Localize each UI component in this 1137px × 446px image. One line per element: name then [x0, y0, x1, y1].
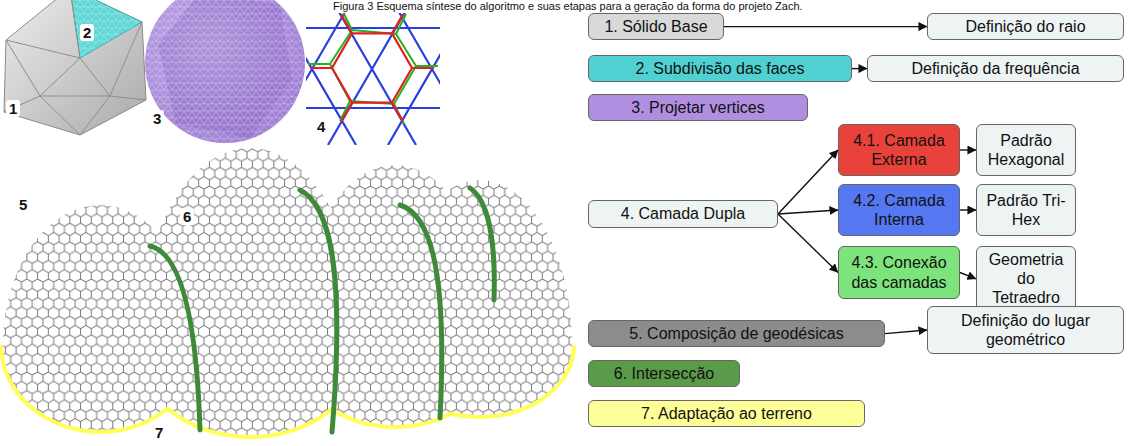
flow-arrow [852, 68, 867, 69]
step-box: 4.2. Camada Interna [838, 184, 960, 236]
flow-arrow [960, 273, 976, 279]
parameter-box: Padrão Hexagonal [976, 124, 1076, 176]
box-text: Padrão Tri-Hex [982, 191, 1070, 229]
step-box: 2. Subdivisão das faces [588, 55, 852, 82]
box-text: 4. Camada Dupla [621, 204, 746, 223]
box-text: Geometria do Tetraedro [982, 250, 1070, 308]
box-text: 4.3. Conexão das camadas [844, 253, 954, 291]
parameter-box: 4. Camada Dupla [588, 200, 778, 228]
intersection-arcs [150, 188, 494, 432]
callout-number: 1 [6, 100, 20, 117]
icosahedron [4, 0, 146, 135]
box-text: 4.1. Camada Externa [844, 131, 954, 169]
step-box: 1. Sólido Base [588, 13, 724, 40]
connection-lines [308, 10, 438, 124]
dome-composition [3, 148, 572, 435]
box-text: 7. Adaptação ao terreno [641, 404, 812, 423]
callout-number: 4 [314, 118, 328, 135]
box-text: Definição da frequência [911, 59, 1079, 78]
box-text: Definição do lugar geométrico [933, 311, 1118, 349]
flow-arrow [778, 214, 838, 273]
box-text: 1. Sólido Base [604, 17, 707, 36]
callout-number: 5 [16, 196, 30, 213]
box-text: 5. Composição de geodésicas [629, 324, 843, 343]
step-box: 7. Adaptação ao terreno [588, 400, 865, 427]
box-text: 4.2. Camada Interna [844, 191, 954, 229]
sphere-mesh [145, 0, 305, 143]
callout-number: 3 [150, 110, 164, 127]
flow-arrow [724, 26, 927, 27]
flow-arrow [960, 149, 976, 150]
icosahedron-body [4, 0, 146, 135]
step-box: 4.3. Conexão das camadas [838, 246, 960, 299]
flow-arrow [885, 330, 927, 334]
parameter-box: Padrão Tri-Hex [976, 184, 1076, 236]
face-mesh [70, 0, 142, 58]
outer-layer-hexagon [310, 14, 434, 121]
callout-number: 6 [180, 208, 194, 225]
box-text: 3. Projetar vertices [631, 98, 764, 117]
dome-mesh [138, 148, 362, 435]
step-box: 4.1. Camada Externa [838, 124, 960, 176]
icosahedron-edges [4, 0, 146, 135]
flow-arrow [778, 150, 838, 214]
box-text: Padrão Hexagonal [982, 131, 1070, 169]
box-text: 6. Intersecção [614, 364, 715, 383]
box-text: 2. Subdivisão das faces [636, 59, 805, 78]
step-box: 6. Intersecção [588, 360, 740, 387]
dome [138, 148, 362, 435]
step-box: 5. Composição de geodésicas [588, 320, 885, 347]
callout-number: 2 [80, 24, 94, 41]
sphere-body [145, 0, 305, 143]
subdivided-face [70, 0, 142, 58]
flow-arrow [960, 209, 976, 210]
figure-caption: Figura 3 Esquema síntese do algoritmo e … [330, 0, 806, 13]
inner-layer-lines [306, 0, 440, 145]
box-text: Definição do raio [965, 17, 1085, 36]
callout-number: 7 [152, 424, 166, 441]
parameter-box: Geometria do Tetraedro [976, 246, 1076, 312]
parameter-box: Definição do raio [927, 13, 1124, 40]
layer-pattern [306, 0, 440, 145]
geodesic-sphere [145, 0, 305, 143]
step-box: 3. Projetar vertices [588, 94, 808, 121]
parameter-box: Definição da frequência [867, 55, 1124, 82]
parameter-box: Definição do lugar geométrico [927, 306, 1124, 354]
flow-arrow [778, 210, 838, 214]
